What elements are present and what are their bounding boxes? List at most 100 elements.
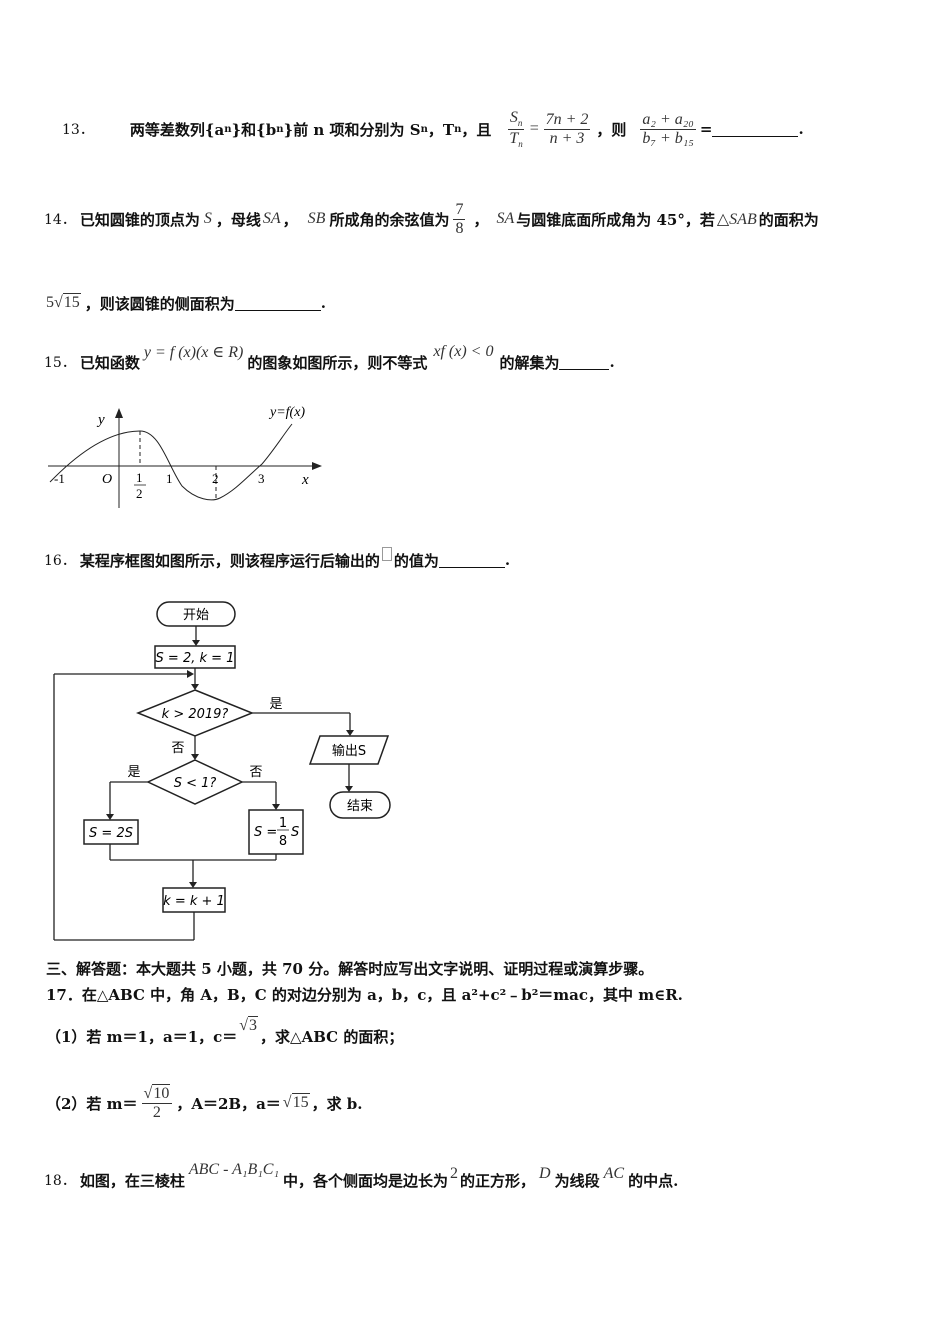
x-axis-arrow (312, 462, 322, 470)
q14-frac-den: 8 (455, 219, 464, 237)
q14-triangle: △SAB (716, 211, 757, 228)
q17-part2: （2）若 m＝ √10 2 ，A＝2B，a＝ √15 ，求 b. (46, 1076, 363, 1130)
q14-line2: 5 √15 ，则该圆锥的侧面积为 . (46, 288, 326, 318)
q15-end: . (609, 353, 615, 371)
function-curve (49, 423, 293, 501)
q15-text2: 的图象如图所示，则不等式 (247, 353, 428, 372)
q13-frac2-num: 7n + 2 (543, 110, 591, 130)
q13-fraction-ab: a₂ + a₂₀ b₇ + b₁₅ (640, 110, 696, 148)
q17-p1-sqrt: √3 (239, 1016, 259, 1034)
q13-text4: ，T (427, 120, 455, 139)
q15-inequality: xf (x) < 0 (433, 343, 494, 360)
origin-label: O (102, 472, 112, 487)
flow-start-label: 开始 (183, 608, 209, 623)
q15-function-graph: y x O y=f(x) -1 1 2 1 2 3 (48, 405, 322, 508)
q14-end: . (320, 294, 327, 312)
flow-yes2-label: 是 (127, 765, 140, 780)
q13-text6: ，则 (596, 120, 627, 139)
q13-text3: }前 n 项和分别为 S (283, 120, 421, 139)
q17-part1: （1）若 m＝1，a＝1，c＝ √3 ，求△ABC 的面积； (46, 1016, 403, 1056)
q16-line: 16． 某程序框图如图所示，则该程序运行后输出的 的值为 . (44, 547, 511, 572)
q18-side: 2 (450, 1165, 459, 1182)
q18-D: D (539, 1165, 551, 1182)
q13-frac1-num-sub: n (517, 118, 523, 129)
q14-text3: ， (282, 210, 298, 229)
q13-text5: ，且 (461, 120, 492, 139)
flow-cond2-label: S < 1? (174, 776, 217, 791)
q13-equals: = (528, 120, 540, 137)
q16-text1: 某程序框图如图所示，则该程序运行后输出的 (79, 551, 380, 570)
q17-p2-frac-radicand: 10 (152, 1083, 171, 1102)
q16-flowchart: 开始 S = 2, k = 1 k > 2019? 是 输出S 结束 否 S <… (53, 601, 391, 941)
flow-right-num: 1 (279, 816, 287, 831)
flow-arrowhead-2 (191, 684, 199, 690)
q14-area-coef: 5 (46, 294, 54, 311)
tick-half-num: 1 (136, 470, 143, 485)
q14-area-sqrt: √15 (54, 293, 81, 311)
q14-frac-num: 7 (453, 200, 466, 220)
q13-text2: }和{b (231, 120, 277, 139)
q13-frac1-den: T (509, 129, 519, 147)
q13-frac3-num: a₂ + a₂₀ (640, 110, 696, 130)
q17-p2-text1: （2）若 m＝ (46, 1094, 138, 1113)
q14-area-radicand: 15 (62, 293, 81, 311)
tick-half-den: 2 (136, 486, 143, 501)
q16-text2: 的值为 (393, 551, 439, 570)
q18-prism: ABC - A₁B₁C₁ (188, 1161, 280, 1178)
y-axis-arrow (115, 408, 123, 418)
flow-right-pre: S = (254, 825, 277, 840)
flow-init-label: S = 2, k = 1 (156, 651, 235, 666)
tick-one: 1 (166, 471, 173, 486)
q14-SA2: SA (496, 210, 515, 227)
q13-sub-b: n (276, 123, 284, 135)
q17-p1-text2: ，求△ABC 的面积； (260, 1027, 404, 1046)
flow-right-post: S (291, 825, 299, 840)
q16-number: 16． (44, 553, 76, 569)
q17-p1-text1: （1）若 m＝1，a＝1，c＝ (46, 1027, 238, 1046)
flow-no2-label: 否 (249, 765, 262, 780)
q17-p1-radicand: 3 (248, 1016, 259, 1034)
tick-minus-one: -1 (54, 471, 65, 486)
q16-answer-blank (438, 553, 505, 568)
section3-heading: 三、解答题：本大题共 5 小题，共 70 分。解答时应写出文字说明、证明过程或演… (46, 960, 654, 978)
flow-inc-box (162, 887, 226, 913)
q17-p2-sqrt: √15 (282, 1093, 310, 1111)
q13-fraction-st: Sn Tn (507, 109, 525, 149)
flow-arrowhead-merge (189, 882, 197, 888)
q18-number: 18． (44, 1173, 76, 1189)
q14-text6: 与圆锥底面所成角为 45°，若 (516, 210, 715, 229)
q16-placeholder-box (381, 547, 392, 561)
q13-frac3-den: b₇ + b₁₅ (642, 129, 694, 147)
x-axis-label: x (301, 472, 309, 488)
flow-arrowhead-no2 (272, 804, 280, 810)
q18-AC: AC (603, 1165, 625, 1182)
q14-text1: 已知圆锥的顶点为 (79, 210, 200, 229)
q14-SB: SB (307, 210, 326, 227)
q17-p2-text2: ，A＝2B，a＝ (176, 1094, 281, 1113)
flow-output (308, 735, 390, 765)
q15-line: 15． 已知函数 y = f (x)(x ∈ R) 的图象如图所示，则不等式 x… (44, 342, 615, 382)
flow-end-label: 结束 (347, 799, 373, 814)
q13-sub-t: n (454, 123, 462, 135)
q13-sub-s: n (420, 123, 428, 135)
q14-line1: 14． 已知圆锥的顶点为 S ，母线 SA ， SB 所成角的余弦值为 7 8 … (44, 186, 819, 252)
q14-answer-blank (234, 296, 321, 311)
tick-two: 2 (212, 471, 219, 486)
q15-answer-blank (559, 355, 610, 370)
q13-number: 13． (62, 122, 94, 138)
flow-arrowhead-no1 (191, 754, 199, 760)
q18-text4: 为线段 (554, 1171, 600, 1190)
flow-right-den: 8 (279, 834, 287, 849)
flow-arrowhead-1 (192, 640, 200, 646)
q16-end: . (504, 551, 511, 569)
flow-cond1-label: k > 2019? (162, 707, 229, 722)
q13-fraction-ratio: 7n + 2 n + 3 (543, 110, 591, 148)
q17-p2-text3: ，求 b. (311, 1094, 363, 1113)
flow-left-label: S = 2S (89, 826, 133, 841)
y-axis-label: y (96, 412, 105, 428)
flow-arrowhead-loop (187, 670, 194, 678)
flow-right-box (248, 809, 304, 855)
flow-inc-label: k = k + 1 (163, 894, 225, 909)
q14-text2: ，母线 (215, 210, 261, 229)
